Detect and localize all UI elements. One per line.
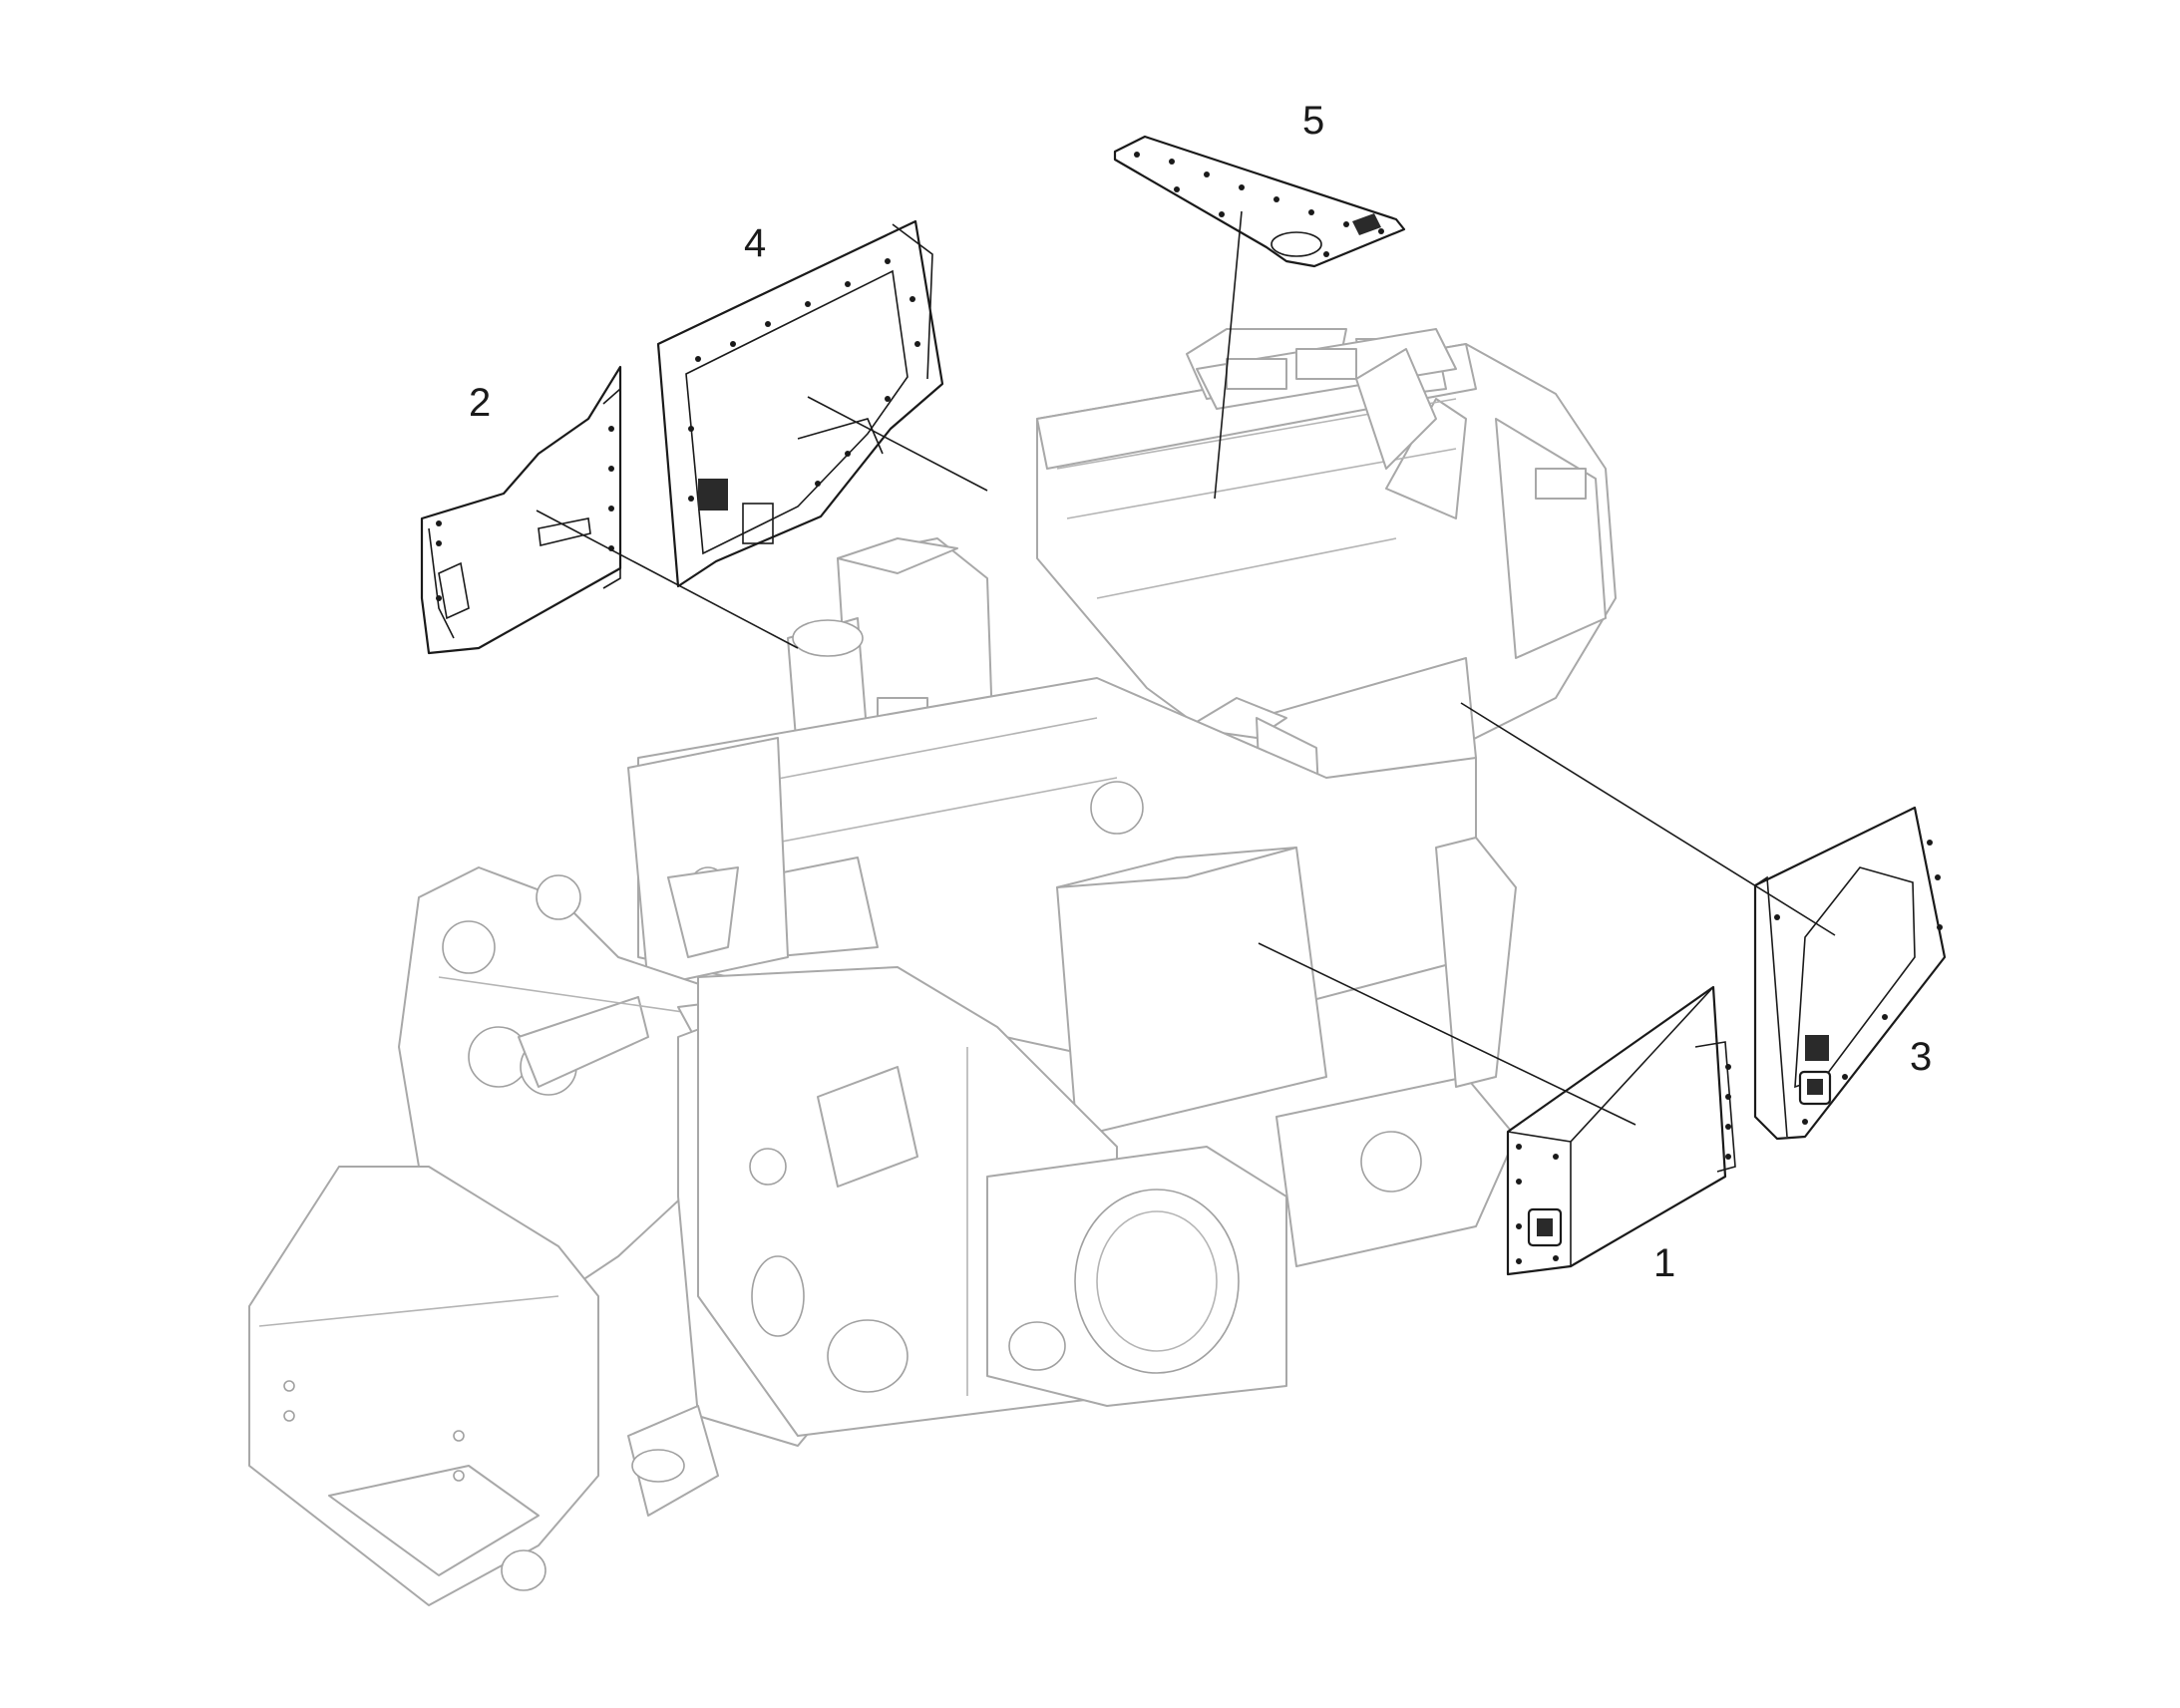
callout-part-3: 3 xyxy=(1910,1035,1932,1079)
callout-part-2: 2 xyxy=(469,381,491,425)
chassis-deck xyxy=(637,677,1477,1138)
left-side-rail xyxy=(627,737,789,988)
panel-part-4 xyxy=(656,219,944,588)
callout-part-4: 4 xyxy=(744,221,766,265)
machine-frame xyxy=(248,328,1617,1606)
rear-mount xyxy=(1275,837,1517,1267)
panel-part-1 xyxy=(1506,985,1736,1276)
callout-part-5: 5 xyxy=(1302,99,1324,143)
front-nose xyxy=(248,1166,599,1606)
panel-part-2 xyxy=(420,365,622,655)
rear-body xyxy=(1036,328,1617,819)
leader-line-4 xyxy=(807,396,988,492)
leader-line-2 xyxy=(536,510,799,649)
leader-line-3 xyxy=(1460,702,1836,936)
leader-line-5 xyxy=(1214,210,1243,500)
top-console xyxy=(1196,328,1457,470)
callouts: 1 2 3 4 5 xyxy=(469,99,1932,1285)
callout-part-1: 1 xyxy=(1653,1241,1675,1285)
leader-lines xyxy=(536,210,1836,1126)
panel-part-5 xyxy=(1113,135,1406,268)
panel-part-3 xyxy=(1753,806,1947,1141)
pivot-ring xyxy=(986,1146,1287,1407)
leader-line-1 xyxy=(1258,942,1636,1126)
